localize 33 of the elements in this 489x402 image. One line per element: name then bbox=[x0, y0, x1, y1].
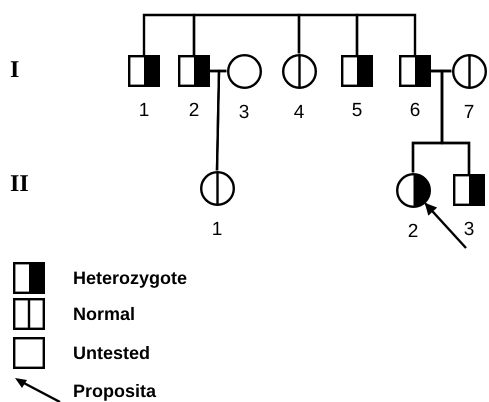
pedigree-line bbox=[142, 14, 196, 55]
individual-number: 6 bbox=[410, 101, 420, 121]
pedigree-line bbox=[440, 70, 470, 174]
half-shaded-square bbox=[178, 55, 210, 87]
individual-number: 2 bbox=[188, 101, 200, 121]
pedigree-line bbox=[192, 14, 300, 55]
individual-number: 7 bbox=[464, 102, 474, 122]
generation-numeral: I bbox=[10, 58, 20, 82]
half-shaded-square bbox=[453, 174, 485, 206]
generation-numeral: II bbox=[10, 172, 29, 196]
divided-circle bbox=[282, 54, 316, 88]
pedigree-line bbox=[356, 14, 416, 55]
pedigree-line bbox=[216, 70, 226, 171]
legend-label: Untested bbox=[73, 343, 150, 363]
open-circle bbox=[226, 54, 262, 88]
legend-label: Normal bbox=[73, 304, 136, 324]
half-shaded-square bbox=[399, 55, 431, 87]
divided-circle bbox=[452, 54, 486, 88]
individual-number: 4 bbox=[294, 102, 304, 122]
half-shaded-circle bbox=[396, 172, 430, 208]
divided-circle bbox=[200, 170, 234, 206]
pedigree-line bbox=[298, 14, 358, 55]
individual-number: 3 bbox=[464, 220, 474, 240]
individual-number: 3 bbox=[238, 102, 250, 122]
individual-number: 2 bbox=[408, 222, 418, 242]
individual-number: 1 bbox=[212, 220, 222, 240]
half-shaded-square bbox=[341, 55, 373, 87]
arrow bbox=[424, 202, 467, 249]
legend-label: Proposita bbox=[73, 381, 156, 401]
half-shaded-square bbox=[128, 55, 160, 87]
legend-label: Heterozygote bbox=[73, 268, 188, 288]
individual-number: 5 bbox=[352, 101, 362, 121]
individual-number: 1 bbox=[138, 101, 150, 121]
